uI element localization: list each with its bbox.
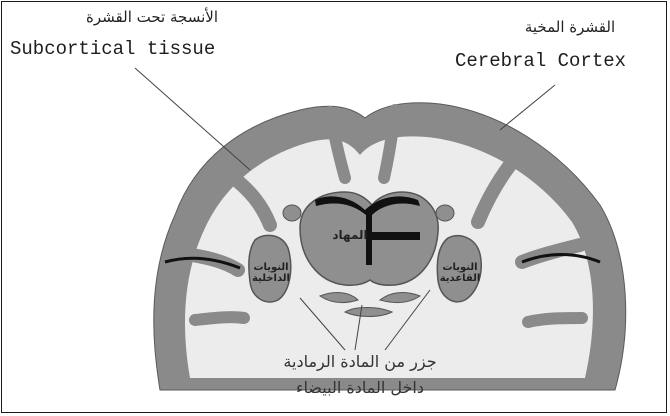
label-subcortical-arabic: الأنسجة تحت القشرة bbox=[52, 8, 252, 26]
label-left-nucleus-arabic: النويات الداخلية bbox=[248, 262, 294, 284]
label-subcortical-english: Subcortical tissue bbox=[10, 38, 215, 60]
caption-line-2: داخل المادة البيضاء bbox=[250, 378, 470, 397]
label-thalamus-arabic: المهاد bbox=[320, 228, 380, 242]
leader-subcortical bbox=[135, 68, 250, 170]
sulcus-right-lower bbox=[528, 318, 582, 322]
gray-island-right-top bbox=[436, 205, 454, 221]
label-right-nucleus-arabic: النويات القاعدية bbox=[437, 262, 483, 284]
caption-line-1: جزر من المادة الرمادية bbox=[250, 352, 470, 371]
label-cortex-arabic: القشرة المخية bbox=[500, 18, 640, 36]
label-cortex-english: Cerebral Cortex bbox=[455, 50, 626, 72]
gray-island-left-top bbox=[283, 205, 301, 221]
leader-cortex bbox=[500, 85, 555, 130]
sulcus-left-lower bbox=[195, 317, 244, 320]
